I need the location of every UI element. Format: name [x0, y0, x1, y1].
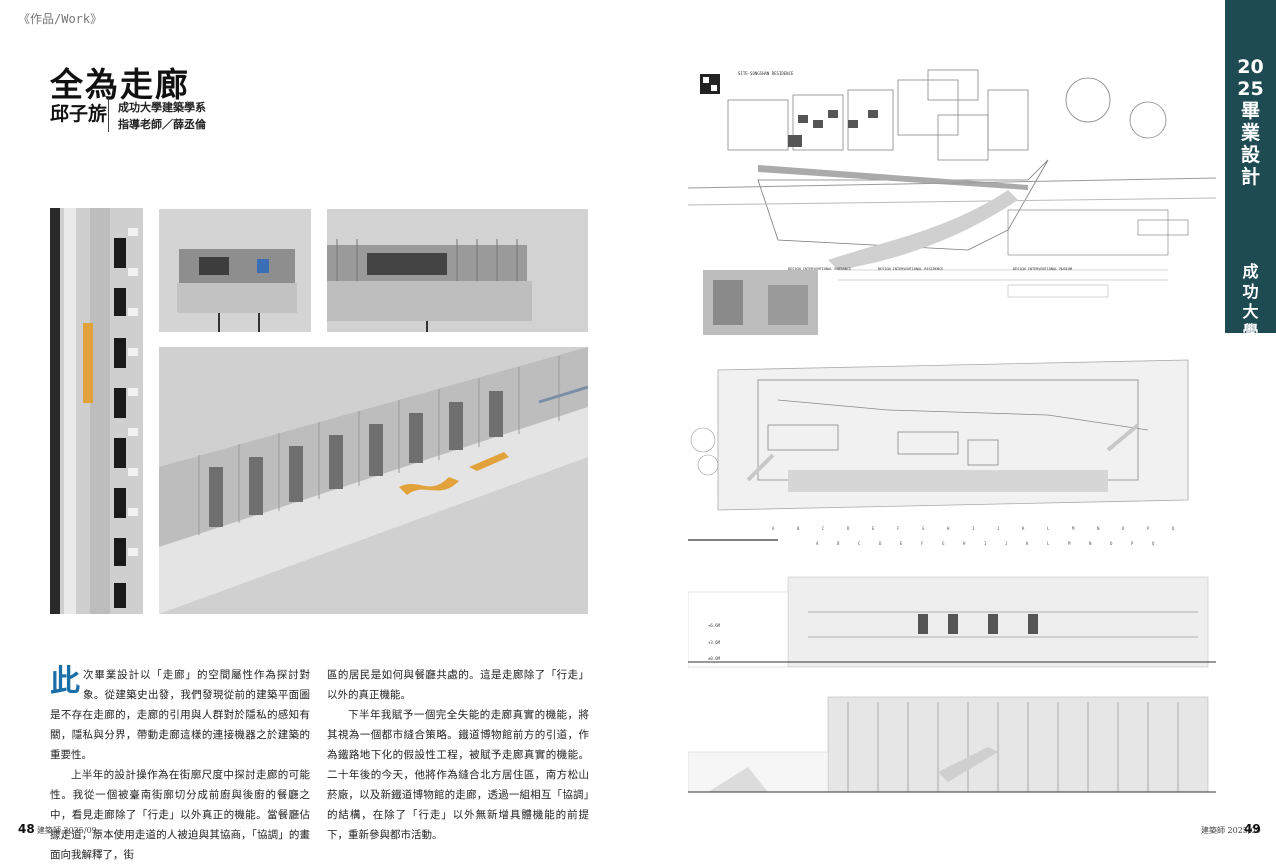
side-tab-char: 業 — [1240, 122, 1260, 144]
elev-mark-3: ±0.0M — [708, 656, 721, 661]
side-tab-char: 畢 — [1240, 100, 1260, 122]
side-tab-char: 學 — [1242, 322, 1259, 341]
article-title: 全為走廊 — [50, 65, 190, 104]
school-info: 成功大學建築學系 指導老師／薛丞倫 — [118, 99, 206, 133]
grid-label: A — [772, 526, 775, 531]
grid-label: Q — [1152, 541, 1155, 546]
advisor-name: 指導老師／薛丞倫 — [118, 118, 206, 131]
elevation-drawing — [687, 692, 1216, 800]
side-tab-university: 成 功 大 學 — [1225, 262, 1276, 342]
elev-mark-2: +3.6M — [708, 640, 721, 645]
right-publication: 建築師 2025/09 — [1201, 826, 1261, 835]
side-tab: 20 25 畢 業 設 計 成 功 大 學 — [1225, 0, 1276, 341]
grid-label: Q — [1172, 526, 1175, 531]
side-tab-char: 計 — [1240, 166, 1260, 188]
left-page-number: 48 — [18, 822, 35, 836]
grid-label: H — [963, 541, 966, 546]
grid-label: G — [922, 526, 925, 531]
grid-label: D — [879, 541, 882, 546]
grid-label: H — [947, 526, 950, 531]
side-tab-char: 設 — [1240, 144, 1260, 166]
paragraph-1: 此次畢業設計以「走廊」的空間屬性作為探討對象。從建築史出發，我們發現從前的建築平… — [50, 665, 310, 765]
model-photo-1 — [159, 209, 311, 332]
right-page-number: 49 — [1244, 822, 1261, 836]
grid-label: M — [1072, 526, 1075, 531]
school-name: 成功大學建築學系 — [118, 101, 206, 114]
site-plan-drawing: SITE-SONGSHAN RESIDENCE DESIGN INTERVENT… — [687, 60, 1217, 340]
grid-label: F — [897, 526, 900, 531]
grid-label: G — [942, 541, 945, 546]
section-tag: 《作品/Work》 — [18, 12, 103, 26]
grid-label: O — [1122, 526, 1125, 531]
side-tab-char: 功 — [1242, 282, 1259, 301]
header-divider — [108, 98, 109, 132]
site-label: SITE-SONGSHAN RESIDENCE — [738, 71, 794, 76]
grid-label: A — [816, 541, 819, 546]
grid-label: I — [984, 541, 987, 546]
grid-label: O — [1110, 541, 1113, 546]
grid-label: J — [997, 526, 999, 531]
paragraph-1-text: 次畢業設計以「走廊」的空間屬性作為探討對象。從建築史出發，我們發現從前的建築平面… — [50, 669, 310, 761]
paragraph-2: 上半年的設計操作為在街廓尺度中探討走廊的可能性。我從一個被臺南街廓切分成前廚與後… — [50, 769, 310, 861]
grid-label: P — [1147, 526, 1150, 531]
side-tab-char: 成 — [1242, 262, 1259, 281]
article-column-1: 此次畢業設計以「走廊」的空間屬性作為探討對象。從建築史出發，我們發現從前的建築平… — [50, 665, 310, 865]
section-drawing: +6.6M +3.6M ±0.0M — [687, 572, 1216, 672]
side-tab-char: 25 — [1237, 78, 1264, 100]
model-photo-2 — [327, 209, 588, 332]
grid-label: N — [1097, 526, 1100, 531]
axonometric-render — [159, 347, 588, 614]
grid-label: K — [1022, 526, 1025, 531]
grid-label: P — [1131, 541, 1134, 546]
label-residence: DESIGN INTERVENTIONAL RESIDENCE — [878, 267, 943, 271]
dropcap: 此 — [50, 664, 80, 699]
grid-label: E — [900, 541, 903, 546]
article-column-2: 區的居民是如何與餐廳共處的。這是走廊除了「行走」以外的真正機能。 下半年我賦予一… — [327, 665, 589, 845]
grid-label: E — [872, 526, 875, 531]
model-photo-vertical — [50, 208, 143, 614]
grid-label: B — [797, 526, 800, 531]
grid-label: D — [847, 526, 850, 531]
side-tab-char: 大 — [1242, 302, 1259, 321]
grid-label: F — [921, 541, 924, 546]
grid-label: I — [972, 526, 975, 531]
floor-plan-drawing: A B C D E F G H I J K L M N O P Q A B C D E F G H I J K L M N O P Q — [688, 340, 1216, 560]
grid-label: L — [1047, 541, 1050, 546]
grid-label: N — [1089, 541, 1092, 546]
paragraph-3: 區的居民是如何與餐廳共處的。這是走廊除了「行走」以外的真正機能。 — [327, 669, 589, 701]
grid-label: L — [1047, 526, 1050, 531]
author-name: 邱子旂 — [50, 103, 108, 125]
side-tab-char: 20 — [1237, 56, 1264, 78]
label-museum: DESIGN INTERVENTIONAL MUSEUM — [1013, 267, 1072, 271]
grid-label: K — [1026, 541, 1029, 546]
side-tab-year: 20 25 畢 業 設 計 — [1225, 56, 1276, 188]
grid-label: B — [837, 541, 840, 546]
elev-mark-1: +6.6M — [708, 623, 721, 628]
label-entrance: DESIGN INTERVENTIONAL ENTRANCE — [788, 267, 851, 271]
grid-label: C — [822, 526, 825, 531]
grid-label: M — [1068, 541, 1071, 546]
grid-label: J — [1005, 541, 1007, 546]
left-publication: 建築師 2025/09 — [37, 826, 97, 835]
paragraph-4: 下半年我賦予一個完全失能的走廊真實的機能，將其視為一個都市縫合策略。鐵道博物館前… — [327, 709, 589, 841]
grid-label: C — [858, 541, 861, 546]
